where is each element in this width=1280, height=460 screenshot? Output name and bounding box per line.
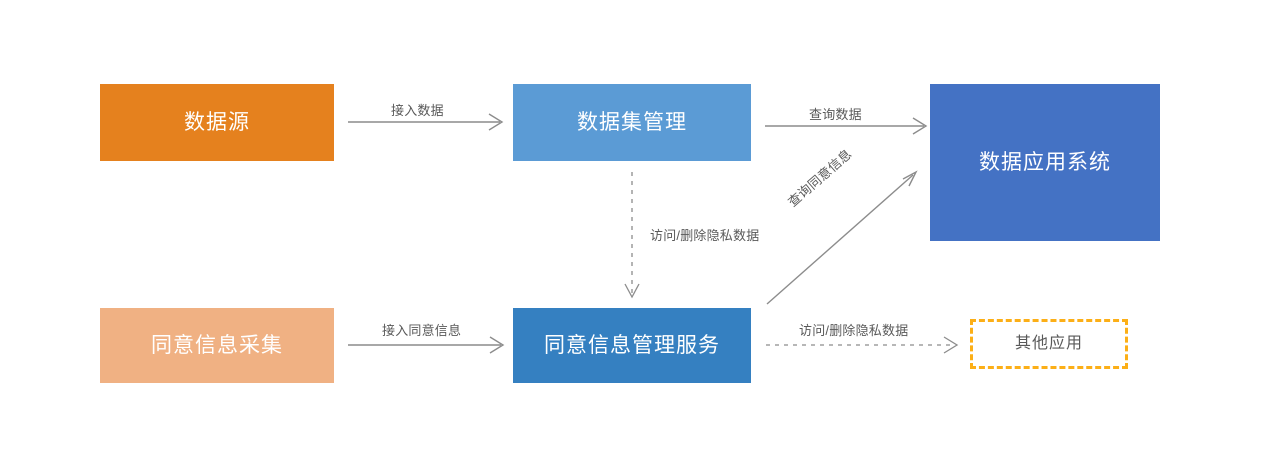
node-consent-management-service[interactable]: 同意信息管理服务 <box>513 308 751 383</box>
node-other-applications-label: 其他应用 <box>1014 335 1083 353</box>
node-consent-collection-label: 同意信息采集 <box>151 333 283 357</box>
edge-label-query-data: 查询数据 <box>809 107 862 122</box>
node-dataset-management-label: 数据集管理 <box>577 110 687 134</box>
edge-label-ingest-consent-info: 接入同意信息 <box>382 323 462 338</box>
node-consent-management-service-label: 同意信息管理服务 <box>544 333 720 357</box>
node-data-application-system[interactable]: 数据应用系统 <box>930 84 1160 241</box>
edge-access-delete-private-vertical <box>624 172 640 299</box>
edge-label-query-consent-info: 查询同意信息 <box>784 146 855 210</box>
node-other-applications[interactable]: 其他应用 <box>970 319 1128 369</box>
node-consent-collection[interactable]: 同意信息采集 <box>100 308 334 383</box>
node-dataset-management[interactable]: 数据集管理 <box>513 84 751 161</box>
edge-label-access-delete-private-horizontal: 访问/删除隐私数据 <box>799 323 909 338</box>
node-data-application-system-label: 数据应用系统 <box>979 150 1111 174</box>
edge-ingest-consent-info <box>348 336 505 354</box>
edge-label-ingest-data: 接入数据 <box>391 103 444 118</box>
node-data-source[interactable]: 数据源 <box>100 84 334 161</box>
edge-access-delete-private-horizontal <box>766 336 959 354</box>
edge-label-access-delete-private-vertical: 访问/删除隐私数据 <box>650 228 760 243</box>
node-data-source-label: 数据源 <box>184 110 250 134</box>
